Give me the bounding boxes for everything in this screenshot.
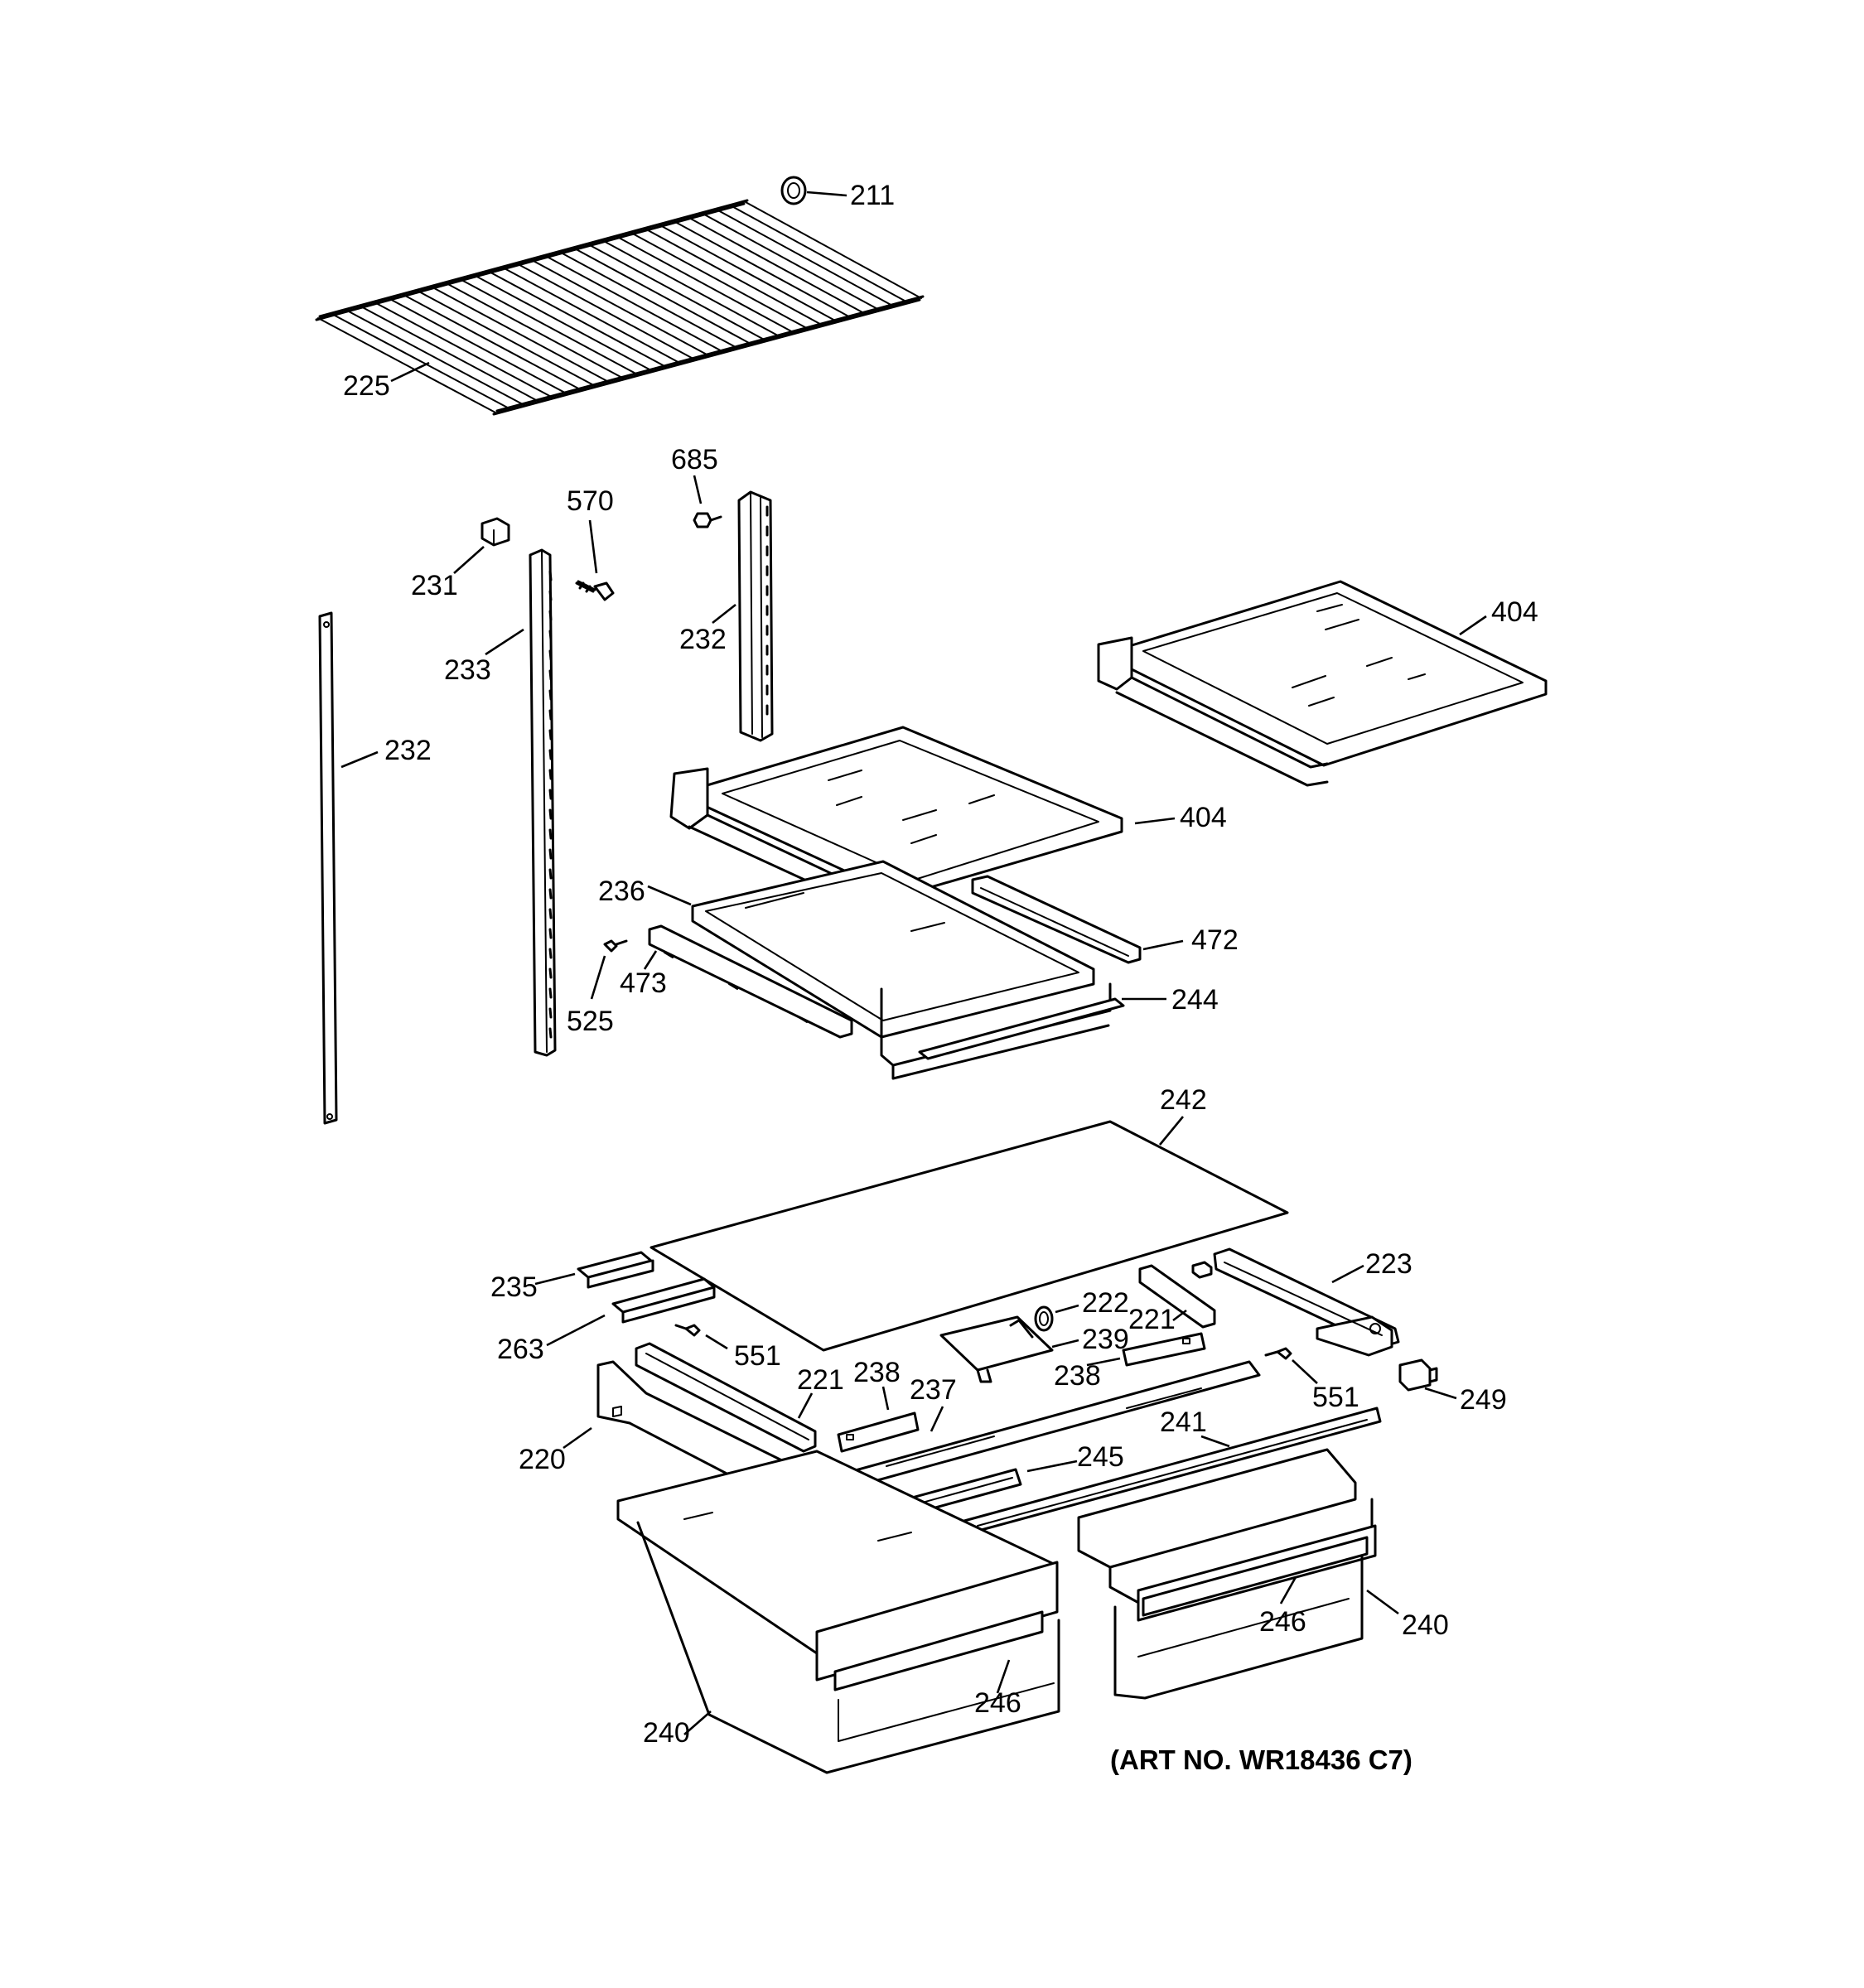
label-242: 242	[1160, 1084, 1207, 1116]
label-221-lower: 221	[797, 1364, 844, 1396]
label-551-right: 551	[1312, 1382, 1359, 1413]
label-551-left: 551	[734, 1340, 781, 1372]
label-222: 222	[1082, 1287, 1129, 1319]
label-263: 263	[497, 1334, 544, 1365]
label-238-right: 238	[1054, 1360, 1101, 1392]
label-525: 525	[567, 1006, 614, 1037]
part-239-carriage	[939, 1315, 1054, 1383]
part-570-screw	[575, 580, 615, 601]
part-472-slide-rail	[971, 875, 1142, 964]
label-238-left: 238	[853, 1357, 901, 1388]
part-231-clip	[480, 517, 510, 547]
part-242-glass-cover	[650, 1120, 1289, 1352]
part-222-bushing	[1034, 1305, 1054, 1332]
label-244: 244	[1171, 984, 1219, 1016]
label-223: 223	[1365, 1248, 1412, 1280]
label-246-right: 246	[1259, 1606, 1306, 1638]
part-236-pan	[691, 860, 1125, 1080]
label-225: 225	[343, 370, 390, 402]
part-238-plate-left	[837, 1411, 920, 1453]
label-237: 237	[910, 1374, 957, 1406]
label-404-right: 404	[1491, 596, 1538, 628]
label-220: 220	[519, 1444, 566, 1475]
part-232-upper-rail	[737, 490, 774, 742]
label-245: 245	[1077, 1441, 1124, 1473]
part-223-rail	[1213, 1247, 1400, 1357]
label-240-left: 240	[643, 1717, 690, 1749]
part-235-bracket	[577, 1251, 654, 1289]
part-221-slide-upper	[1138, 1261, 1216, 1329]
label-221-upper: 221	[1128, 1304, 1176, 1335]
label-570: 570	[567, 485, 614, 517]
label-249: 249	[1460, 1384, 1507, 1416]
part-240-crisper-left	[616, 1450, 1060, 1774]
label-473: 473	[620, 967, 667, 999]
part-473-slide-rail	[648, 924, 853, 1039]
part-404-glass-shelf-right	[1097, 580, 1548, 787]
part-233-rail	[529, 548, 557, 1057]
part-525-screw	[603, 939, 628, 953]
label-685: 685	[671, 444, 718, 475]
label-240-right: 240	[1402, 1609, 1449, 1641]
label-211: 211	[850, 180, 895, 211]
label-236: 236	[598, 876, 645, 907]
label-404-middle: 404	[1180, 802, 1227, 833]
art-number: (ART NO. WR18436 C7)	[1110, 1744, 1412, 1775]
part-685-screw	[693, 512, 722, 528]
label-233: 233	[444, 654, 491, 686]
label-231: 231	[411, 570, 458, 601]
part-211-bumper	[780, 176, 807, 205]
label-472: 472	[1191, 924, 1239, 956]
part-263-bracket	[611, 1277, 716, 1324]
part-225-wire-shelf	[315, 199, 925, 416]
part-240-crisper-right	[1077, 1448, 1377, 1700]
label-246-left: 246	[974, 1687, 1021, 1719]
part-551-screw-left	[674, 1324, 701, 1337]
label-235: 235	[490, 1271, 538, 1303]
label-239: 239	[1082, 1324, 1129, 1355]
part-238-plate-right	[1122, 1332, 1206, 1367]
part-551-screw-right	[1264, 1347, 1292, 1360]
label-232-upper: 232	[679, 624, 727, 655]
label-241: 241	[1160, 1407, 1207, 1438]
part-221-slide-lower	[635, 1342, 817, 1453]
part-232-left-rail	[318, 611, 338, 1125]
label-232-left: 232	[384, 735, 432, 766]
part-249-latch	[1398, 1358, 1438, 1392]
